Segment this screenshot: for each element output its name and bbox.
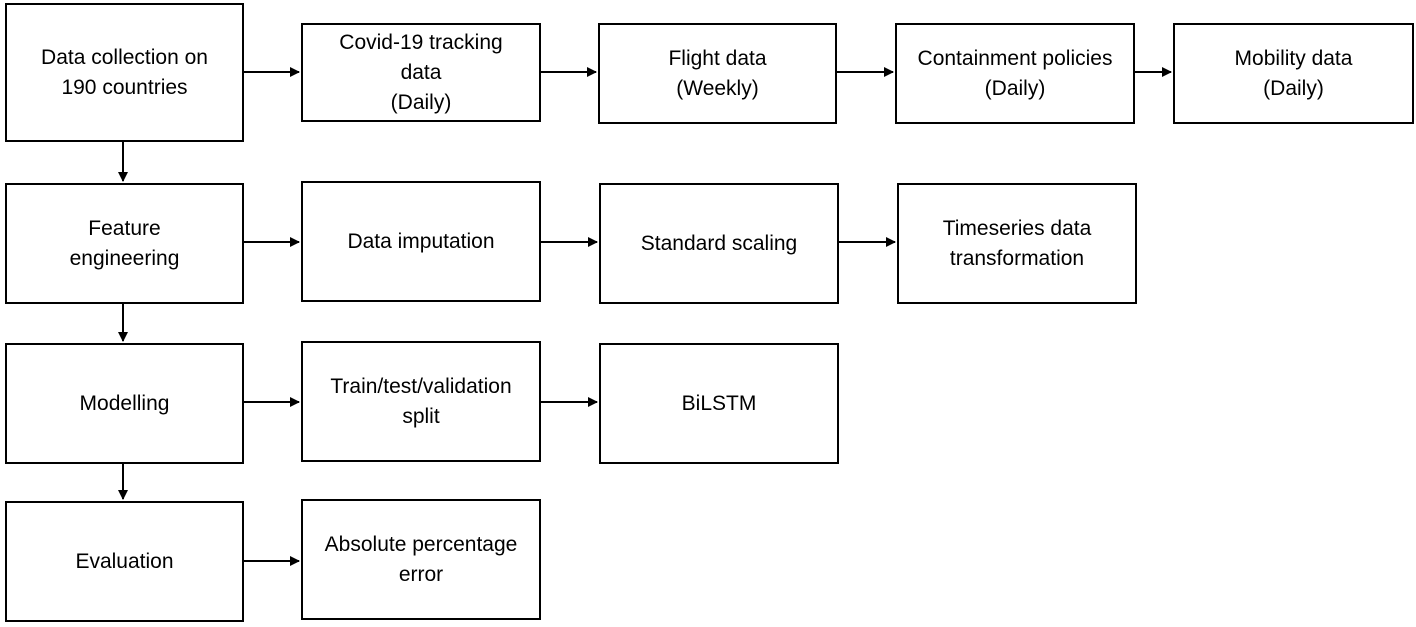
step-box-absolute-percentage-error: Absolute percentage error — [301, 499, 541, 620]
stage-box-modelling: Modelling — [5, 343, 244, 464]
step-label: Timeseries data transformation — [942, 216, 1092, 270]
step-box-covid-tracking: Covid-19 tracking data (Daily) — [301, 23, 541, 122]
stage-label: Feature engineering — [69, 216, 180, 270]
step-box-containment-policies: Containment policies (Daily) — [895, 23, 1135, 124]
step-label: Data imputation — [347, 229, 495, 253]
stage-box-data-collection: Data collection on 190 countries — [5, 3, 244, 142]
step-box-timeseries-transformation: Timeseries data transformation — [897, 183, 1137, 304]
stage-box-evaluation: Evaluation — [5, 501, 244, 622]
step-box-data-imputation: Data imputation — [301, 181, 541, 302]
step-label: BiLSTM — [681, 391, 757, 415]
step-label: Mobility data (Daily) — [1234, 46, 1353, 100]
step-box-bilstm: BiLSTM — [599, 343, 839, 464]
stage-label: Modelling — [79, 391, 170, 415]
step-box-train-test-split: Train/test/validation split — [301, 341, 541, 462]
step-label: Standard scaling — [640, 231, 798, 255]
step-label: Covid-19 tracking data (Daily) — [339, 30, 503, 114]
step-box-standard-scaling: Standard scaling — [599, 183, 839, 304]
step-label: Absolute percentage error — [324, 532, 518, 586]
step-label: Flight data (Weekly) — [668, 46, 767, 100]
step-box-mobility-data: Mobility data (Daily) — [1173, 23, 1414, 124]
step-label: Train/test/validation split — [330, 374, 512, 428]
stage-box-feature-engineering: Feature engineering — [5, 183, 244, 304]
step-box-flight-data: Flight data (Weekly) — [598, 23, 837, 124]
step-label: Containment policies (Daily) — [917, 46, 1113, 100]
stage-label: Evaluation — [75, 549, 174, 573]
stage-label: Data collection on 190 countries — [41, 45, 208, 99]
